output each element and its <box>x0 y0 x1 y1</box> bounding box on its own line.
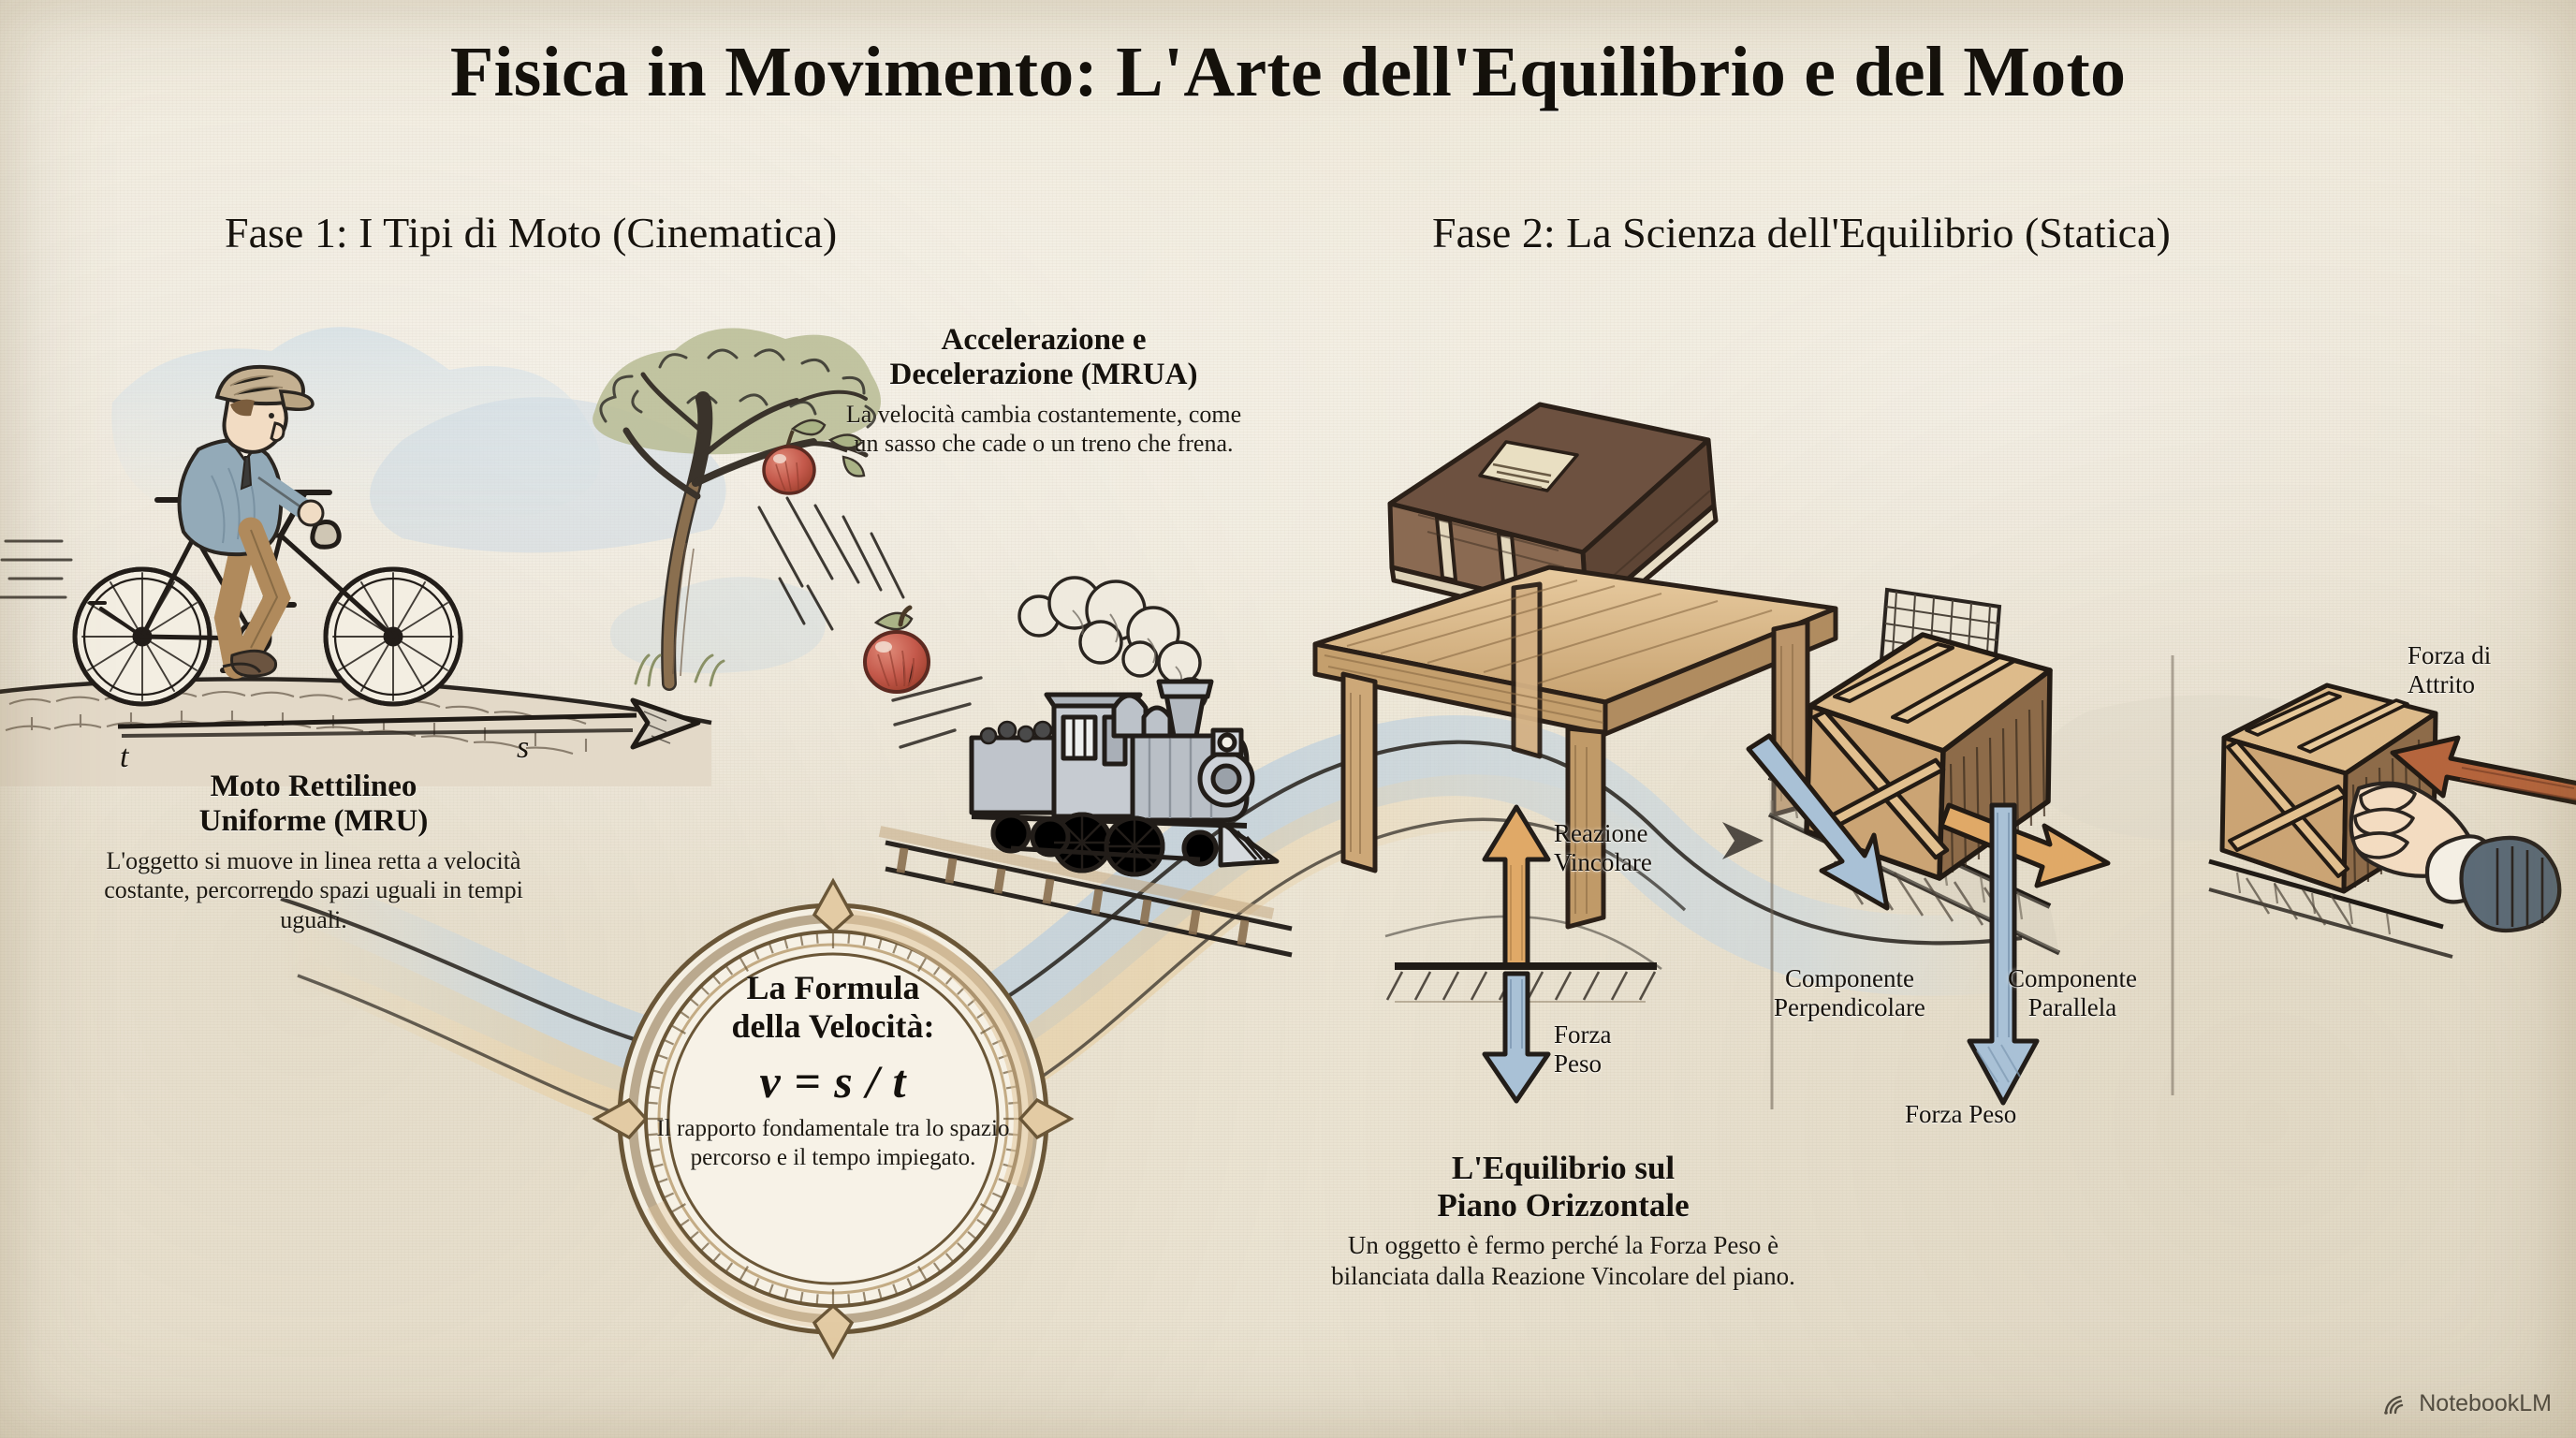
phase-1-heading: Fase 1: I Tipi di Moto (Cinematica) <box>225 209 838 257</box>
equilibrio-text-block: L'Equilibrio sul Piano Orizzontale Un og… <box>1325 1150 1802 1292</box>
velocity-formula-medallion <box>592 877 1075 1360</box>
mru-heading-line1: Moto Rettilineo <box>210 770 417 803</box>
steam-train-illustration <box>878 576 1293 958</box>
mrua-heading-line2: Decelerazione (MRUA) <box>889 358 1198 392</box>
label-forza-peso-table: Forza Peso <box>1554 1020 1612 1078</box>
incline-weight-arrow <box>1967 802 2040 1106</box>
notebooklm-watermark: NotebookLM <box>2382 1390 2552 1417</box>
label-forza-peso-incline: Forza Peso <box>1905 1100 2017 1128</box>
axis-label-time: t <box>120 740 129 774</box>
mru-body: L'oggetto si muove in linea retta a velo… <box>104 846 523 933</box>
falling-apple <box>863 605 930 694</box>
mru-heading-line2: Uniforme (MRU) <box>198 804 429 839</box>
table-with-book-illustration <box>1312 402 1838 930</box>
page-title: Fisica in Movimento: L'Arte dell'Equilib… <box>449 33 2127 111</box>
equilibrio-heading-line1: L'Equilibrio sul <box>1451 1150 1676 1186</box>
phase-2-heading: Fase 2: La Scienza dell'Equilibrio (Stat… <box>1432 209 2171 257</box>
equilibrio-heading-line2: Piano Orizzontale <box>1437 1186 1690 1224</box>
panel-divider-right <box>2171 655 2174 1095</box>
formula-body: Il rapporto fondamentale tra lo spazio p… <box>656 1116 1010 1170</box>
mrua-text-block: Accelerazione e Decelerazione (MRUA) La … <box>833 323 1254 459</box>
mru-text-block: Moto Rettilineo Uniforme (MRU) L'oggetto… <box>103 770 524 935</box>
mrua-body: La velocità cambia costantemente, come u… <box>845 400 1242 458</box>
friction-crate-illustration <box>2208 682 2576 959</box>
formula-heading-line2: della Velocità: <box>731 1006 935 1045</box>
notebooklm-icon <box>2384 1395 2404 1415</box>
label-componente-parallela: Componente Parallela <box>2008 964 2137 1022</box>
label-reazione-vincolare: Reazione Vincolare <box>1554 819 1652 877</box>
panel-divider-left <box>1770 800 1774 1109</box>
equilibrio-body: Un oggetto è fermo perché la Forza Peso … <box>1331 1231 1795 1291</box>
axis-label-space: s <box>517 730 530 765</box>
velocity-formula-block: La Formula della Velocità: v = s / t Il … <box>646 969 1020 1172</box>
apple-tree-illustration <box>593 328 905 691</box>
velocity-equation: v = s / t <box>759 1055 907 1108</box>
label-componente-perpendicolare: Componente Perpendicolare <box>1774 964 1925 1022</box>
mrua-heading-line1: Accelerazione e <box>941 323 1147 357</box>
formula-heading-line1: La Formula <box>746 969 920 1006</box>
label-forza-attrito: Forza di Attrito <box>2408 641 2492 699</box>
watermark-label: NotebookLM <box>2419 1390 2552 1416</box>
horizontal-plane-forces <box>1385 804 1657 1104</box>
mru-displacement-arrow <box>117 697 701 750</box>
